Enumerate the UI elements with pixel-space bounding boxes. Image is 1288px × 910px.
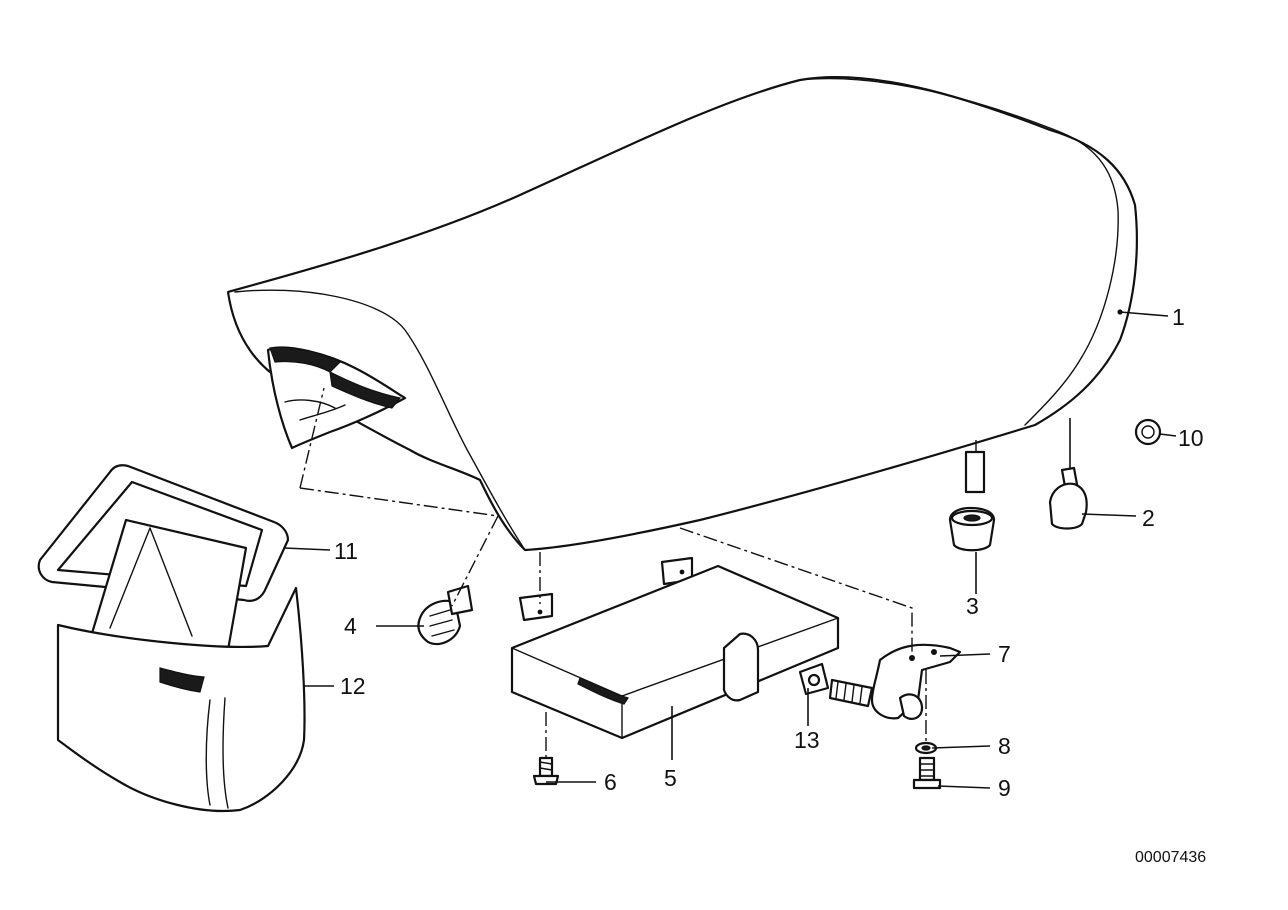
callouts: 1 2 3 4 5 6 7 8 9 10 11 12 13 (334, 304, 1204, 801)
callout-9: 9 (998, 775, 1011, 801)
callout-2: 2 (1142, 505, 1155, 531)
hinge-part-7 (828, 643, 962, 720)
box-part-12 (56, 586, 306, 813)
callout-4: 4 (344, 613, 357, 639)
callout-11: 11 (334, 538, 358, 564)
leader-lines (283, 309, 1177, 789)
bolt-part-9 (912, 756, 942, 790)
screw-part-6 (532, 756, 560, 786)
buffer-part-2 (1048, 466, 1088, 530)
callout-3: 3 (966, 593, 979, 619)
callout-6: 6 (604, 769, 617, 795)
seat-part-1 (226, 76, 1138, 552)
callout-13: 13 (794, 727, 820, 753)
buffer-part-3 (948, 450, 996, 552)
ring-part-10 (1134, 418, 1162, 446)
knob-part-4 (417, 584, 474, 646)
callout-5: 5 (664, 765, 677, 791)
callout-8: 8 (998, 733, 1011, 759)
tray-part-5 (510, 556, 840, 740)
callout-7: 7 (998, 641, 1011, 667)
document-number: 00007436 (1135, 849, 1206, 866)
callout-12: 12 (340, 673, 366, 699)
nut-part-13 (798, 662, 830, 696)
callout-1: 1 (1172, 304, 1185, 330)
callout-10: 10 (1178, 425, 1204, 451)
assembly-lines (299, 387, 977, 758)
frame-part-11 (37, 464, 290, 652)
